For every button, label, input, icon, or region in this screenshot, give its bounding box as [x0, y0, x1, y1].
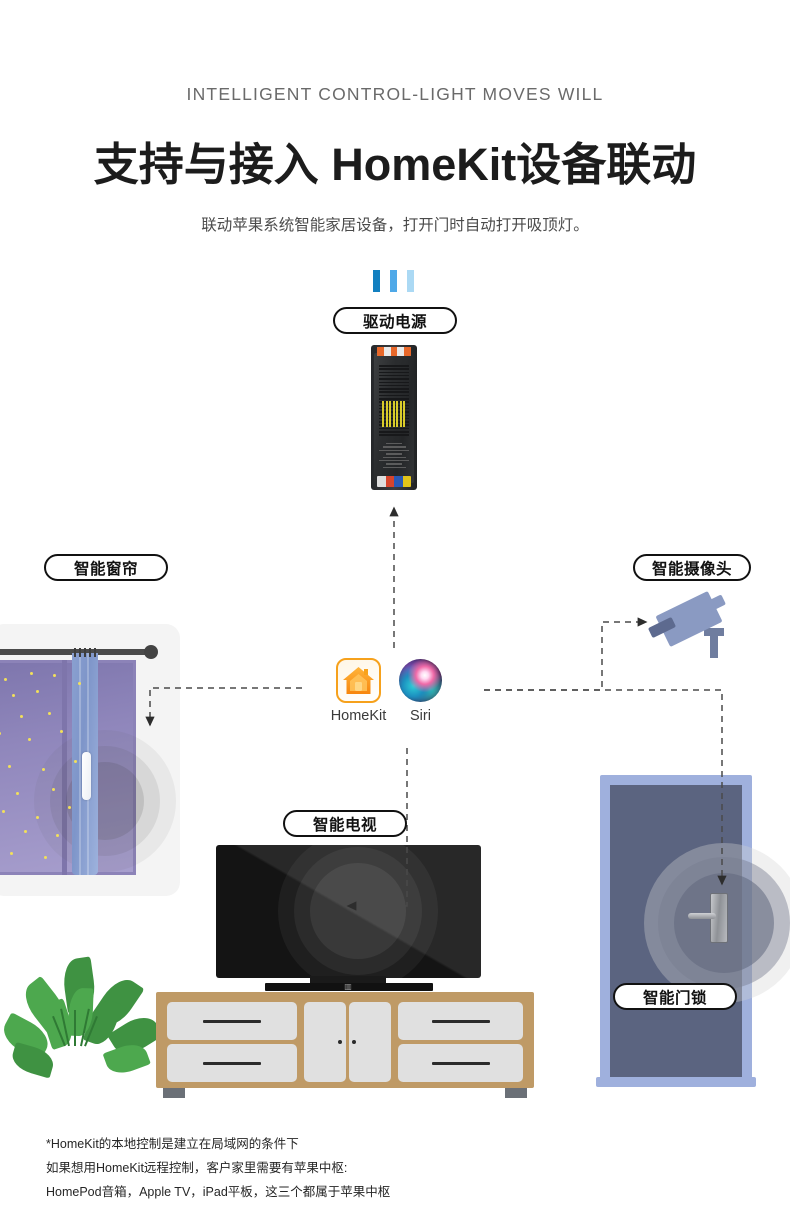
potted-plant-icon [0, 952, 164, 1100]
siri-caption: Siri [410, 708, 431, 724]
stand-handle-tl [203, 1020, 261, 1023]
tv-brand-logo-icon: ▥ [344, 982, 352, 991]
curtain-rod [0, 649, 154, 655]
window-star [12, 694, 15, 697]
smart-tv-scene: ▥ [145, 843, 545, 1101]
plant-leaf [9, 1041, 57, 1079]
footnote-line-3: HomePod音箱，Apple TV，iPad平板，这三个都属于苹果中枢 [46, 1184, 391, 1199]
label-smart-lock: 智能门锁 [613, 983, 737, 1010]
window-star [8, 765, 11, 768]
camera-post [710, 628, 718, 658]
window-star [36, 690, 39, 693]
window-star [48, 712, 51, 715]
window-star [56, 834, 59, 837]
psu-top-terminal [377, 347, 411, 356]
curtain-signal-wave-2 [50, 746, 160, 856]
tv-glass-reflection [216, 845, 481, 978]
accent-bar-2 [390, 270, 397, 292]
window-star [4, 678, 7, 681]
stand-foot-right [505, 1088, 527, 1098]
homekit-hub-group: HomeKit Siri [331, 658, 456, 730]
footnote-line-1: *HomeKit的本地控制是建立在局域网的条件下 [46, 1137, 299, 1151]
subtitle-text: 联动苹果系统智能家居设备，打开门时自动打开吸顶灯。 [201, 217, 589, 234]
plant-stem [74, 1010, 76, 1046]
footnote-line-2: 如果想用HomeKit远程控制，客户家里需要有苹果中枢: [46, 1160, 348, 1175]
window-star [20, 715, 23, 718]
window-star [60, 730, 63, 733]
window-star [36, 816, 39, 819]
security-camera-icon [647, 591, 754, 668]
label-smart-curtain: 智能窗帘 [44, 554, 168, 581]
door-sill [596, 1077, 756, 1087]
window-mullion [62, 660, 67, 875]
door-handle [688, 913, 716, 919]
camera-arm [704, 628, 724, 636]
stand-handle-bl [203, 1062, 261, 1065]
tv-neck [310, 976, 386, 984]
smart-curtain-motor-icon [82, 752, 91, 800]
tv-stand-inner [156, 992, 534, 1088]
label-smart-camera: 智能摄像头 [633, 554, 751, 581]
window-star [10, 852, 13, 855]
curtain-hooks [74, 648, 96, 657]
stand-door-knob-right [352, 1040, 356, 1044]
edge-hub-to-camera [484, 617, 648, 691]
curtain-fold-1 [79, 653, 81, 875]
psu-spec-label [379, 443, 409, 471]
page-title: 支持与接入 HomeKit设备联动 [93, 139, 697, 190]
window-star [74, 760, 77, 763]
tv-screen [216, 845, 481, 978]
stand-handle-br [432, 1062, 490, 1065]
house-icon[interactable] [336, 658, 381, 703]
window-star [78, 682, 81, 685]
psu-wires [382, 401, 406, 427]
accent-bar-3 [407, 270, 414, 292]
tv-base [265, 983, 433, 991]
stand-door-right[interactable] [349, 1002, 391, 1082]
led-driver-power-supply-icon [371, 345, 417, 490]
window-star [2, 810, 5, 813]
window-star [68, 806, 71, 809]
window-star [28, 738, 31, 741]
label-smart-tv: 智能电视 [283, 810, 407, 837]
window-star [0, 732, 1, 735]
window-star [53, 674, 56, 677]
window-star [42, 768, 45, 771]
window-star [24, 830, 27, 833]
homekit-caption: HomeKit [330, 708, 387, 724]
label-driver-power: 驱动电源 [333, 307, 457, 334]
eyebrow-text: INTELLIGENT CONTROL-LIGHT MOVES WILL [186, 84, 604, 104]
window-pane [0, 660, 136, 875]
accent-bars [373, 270, 419, 292]
window-star [16, 792, 19, 795]
stand-foot-left [163, 1088, 185, 1098]
curtain-rod-knob [144, 645, 158, 659]
window-star [44, 856, 47, 859]
siri-orb-icon[interactable] [399, 659, 442, 702]
psu-bottom-terminal [377, 476, 411, 487]
window-star [52, 788, 55, 791]
curtain-signal-wave-1 [34, 730, 176, 872]
smart-curtain-scene [0, 620, 190, 900]
window-star [30, 672, 33, 675]
accent-bar-1 [373, 270, 380, 292]
stand-door-knob-left [338, 1040, 342, 1044]
footnote-block: *HomeKit的本地控制是建立在局域网的条件下 如果想用HomeKit远程控制… [46, 1136, 606, 1208]
smart-door-scene [596, 775, 790, 1090]
stand-handle-tr [432, 1020, 490, 1023]
